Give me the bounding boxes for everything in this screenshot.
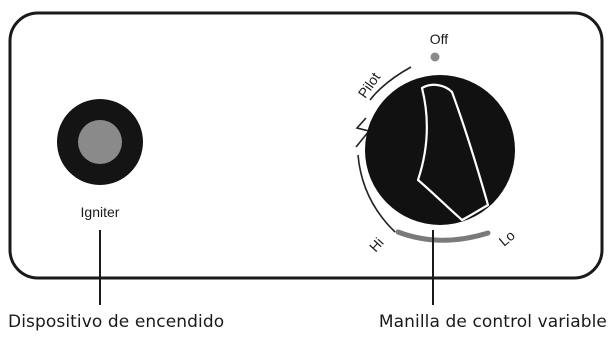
flame-range-bar — [395, 229, 491, 243]
control-knob-caption: Manilla de control variable — [378, 312, 607, 332]
igniter-caption: Dispositivo de encendido — [8, 312, 225, 332]
control-knob[interactable] — [365, 75, 515, 225]
knob-label-off: Off — [430, 31, 449, 47]
off-indicator-dot — [430, 52, 440, 62]
igniter-label: Igniter — [81, 204, 120, 220]
igniter-button-center — [78, 120, 122, 164]
dial-arc-upper — [369, 66, 412, 101]
knob-dial-markings — [355, 52, 491, 243]
control-knob-grip — [416, 83, 490, 222]
igniter-button[interactable] — [57, 99, 143, 185]
dial-arc-lower — [357, 154, 396, 233]
spark-icon — [355, 117, 371, 148]
